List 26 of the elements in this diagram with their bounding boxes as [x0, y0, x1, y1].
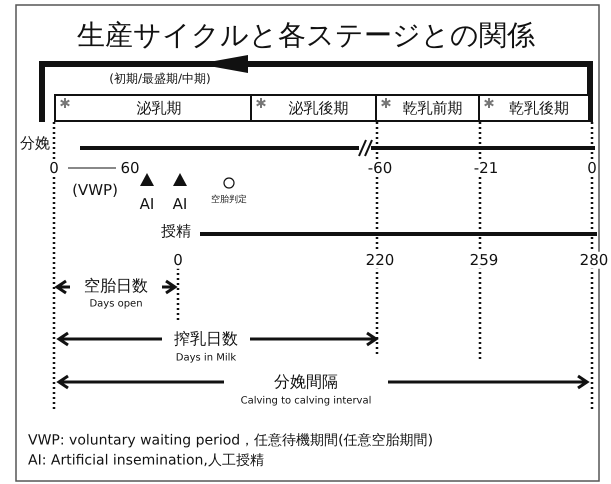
label: 220	[366, 252, 394, 268]
label: Calving to calving interval	[240, 396, 372, 406]
label: 分娩	[20, 134, 50, 152]
label: 0	[587, 160, 597, 176]
label: -21	[474, 160, 498, 176]
label: 搾乳日数	[174, 330, 238, 348]
title: 生産サイクルと各ステージとの関係	[77, 20, 535, 52]
label: -60	[368, 160, 392, 176]
label: 授精	[161, 222, 191, 240]
label: 259	[470, 252, 498, 268]
label: 空胎判定	[211, 196, 247, 206]
stage-box: 乾乳後期	[478, 94, 590, 122]
label: 0	[173, 252, 183, 268]
note: VWP: voluntary waiting period，任意待機期間(任意空胎期間)	[28, 433, 434, 449]
label: 60	[120, 160, 140, 176]
stage-box: 泌乳後期	[250, 94, 377, 122]
note: AI: Artificial insemination,人工授精	[28, 453, 264, 469]
label: Days open	[89, 298, 143, 310]
label: 空胎日数	[84, 277, 148, 295]
label: Days in Milk	[176, 352, 236, 364]
label: 280	[580, 252, 608, 268]
label: (VWP)	[72, 182, 118, 198]
label: 分娩間隔	[274, 373, 338, 391]
label: (初期/最盛期/中期)	[109, 72, 211, 86]
stage-box: 乾乳前期	[375, 94, 480, 122]
label: 0	[49, 160, 59, 176]
